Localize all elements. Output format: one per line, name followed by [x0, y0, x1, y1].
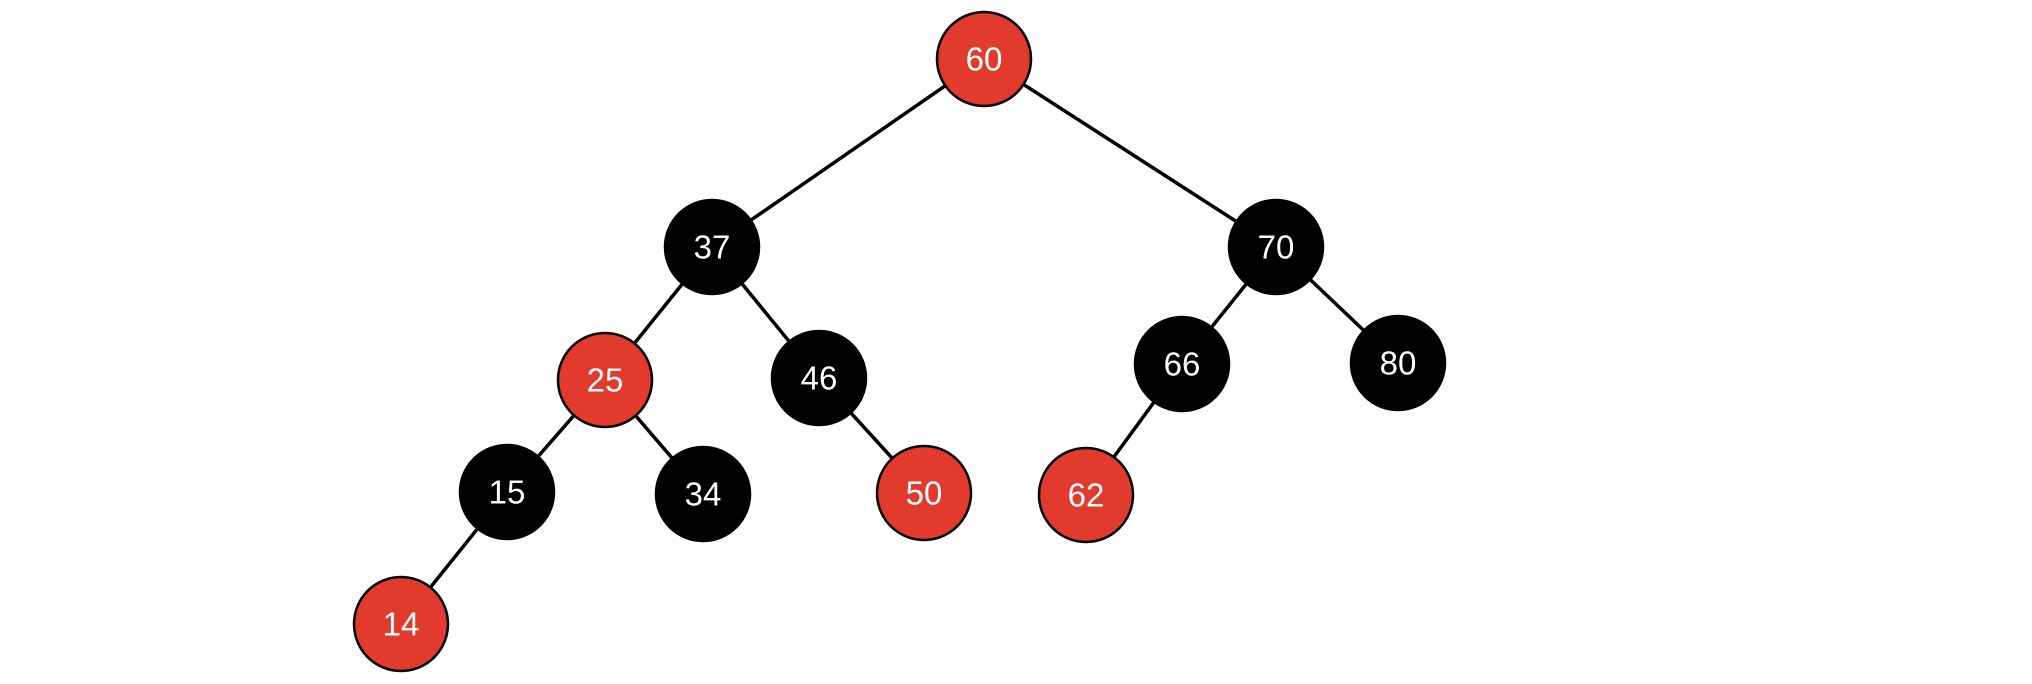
- tree-node-66: 66: [1133, 315, 1231, 413]
- tree-node-34: 34: [654, 445, 752, 543]
- tree-node-14: 14: [352, 575, 450, 673]
- tree-node-circle-black: [1349, 314, 1447, 412]
- tree-node-circle-black: [663, 198, 761, 296]
- tree-node-50: 50: [875, 444, 973, 542]
- tree-node-15: 15: [458, 443, 556, 541]
- tree-node-circle-black: [654, 445, 752, 543]
- tree-node-80: 80: [1349, 314, 1447, 412]
- tree-node-label: 80: [1380, 345, 1417, 382]
- tree-node-70: 70: [1227, 198, 1325, 296]
- tree-node-62: 62: [1037, 446, 1135, 544]
- tree-node-circle-red: [556, 331, 654, 429]
- tree-edge-60-70: [983, 57, 1277, 249]
- tree-node-label: 25: [587, 362, 624, 399]
- tree-node-label: 37: [694, 229, 731, 266]
- tree-node-circle-red: [352, 575, 450, 673]
- tree-node-label: 50: [906, 475, 943, 512]
- tree-node-circle-black: [458, 443, 556, 541]
- tree-node-label: 15: [489, 474, 526, 511]
- tree-node-circle-red: [935, 10, 1033, 108]
- tree-node-label: 70: [1258, 229, 1295, 266]
- tree-node-label: 34: [685, 476, 722, 513]
- tree-node-label: 46: [801, 360, 838, 397]
- tree-edge-60-37: [711, 57, 985, 249]
- tree-node-label: 14: [383, 606, 420, 643]
- tree-node-circle-red: [1037, 446, 1135, 544]
- tree-node-label: 62: [1068, 477, 1105, 514]
- tree-node-circle-black: [770, 329, 868, 427]
- tree-node-label: 60: [966, 41, 1003, 78]
- tree-node-60: 60: [935, 10, 1033, 108]
- tree-node-37: 37: [663, 198, 761, 296]
- node-layer: 60 37 70 25 46 66 80 15 34 50 62 14: [352, 10, 1447, 673]
- tree-node-label: 66: [1164, 346, 1201, 383]
- tree-node-25: 25: [556, 331, 654, 429]
- tree-node-circle-red: [875, 444, 973, 542]
- tree-node-circle-black: [1227, 198, 1325, 296]
- edge-layer: [399, 57, 1400, 626]
- tree-node-circle-black: [1133, 315, 1231, 413]
- tree-node-46: 46: [770, 329, 868, 427]
